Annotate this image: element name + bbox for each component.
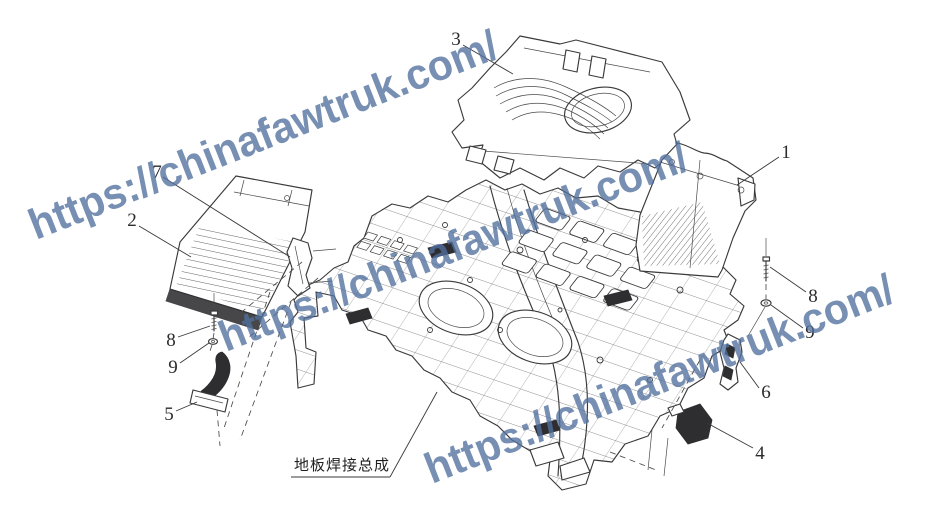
callout-3: 3	[451, 29, 461, 50]
left-fastener-stack	[189, 293, 231, 447]
callout-8-left: 8	[166, 330, 176, 351]
part-rear-floor-panel	[451, 35, 691, 181]
side-panel-details	[659, 159, 756, 269]
part-side-panel-right	[635, 142, 757, 278]
front-panel-details	[239, 179, 293, 207]
part-bracket-4	[667, 403, 713, 445]
callout-9-left: 9	[168, 357, 178, 378]
assembly-label-group: 地板焊接总成	[291, 391, 438, 478]
washer-icon-right	[760, 299, 772, 307]
callout-6: 6	[761, 382, 771, 403]
part-bracket-5	[189, 351, 231, 413]
callout-2: 2	[127, 210, 137, 231]
small-rivet-grid	[356, 231, 419, 264]
callout-7: 7	[152, 162, 162, 183]
part-support-6	[719, 333, 743, 391]
callout-1: 1	[781, 142, 791, 163]
bolt-icon-right	[762, 256, 771, 282]
callout-4: 4	[755, 443, 765, 464]
bolt-icon-left	[210, 310, 219, 332]
callout-8-right: 8	[808, 286, 818, 307]
projection-lines-left	[223, 261, 319, 441]
front-panel-corrugation	[176, 225, 300, 312]
callout-9-right: 9	[805, 322, 815, 343]
leader-lines	[138, 44, 807, 449]
part-front-floor-panel	[165, 175, 313, 331]
washer-icon-left	[207, 338, 219, 345]
callout-5: 5	[164, 404, 174, 425]
right-fastener-stack	[609, 238, 772, 477]
rear-panel-details	[465, 47, 651, 175]
assembly-label: 地板焊接总成	[294, 456, 390, 474]
main-floor-details	[345, 185, 684, 481]
projection-lines-right	[609, 359, 701, 477]
side-panel-hatching	[642, 202, 720, 266]
